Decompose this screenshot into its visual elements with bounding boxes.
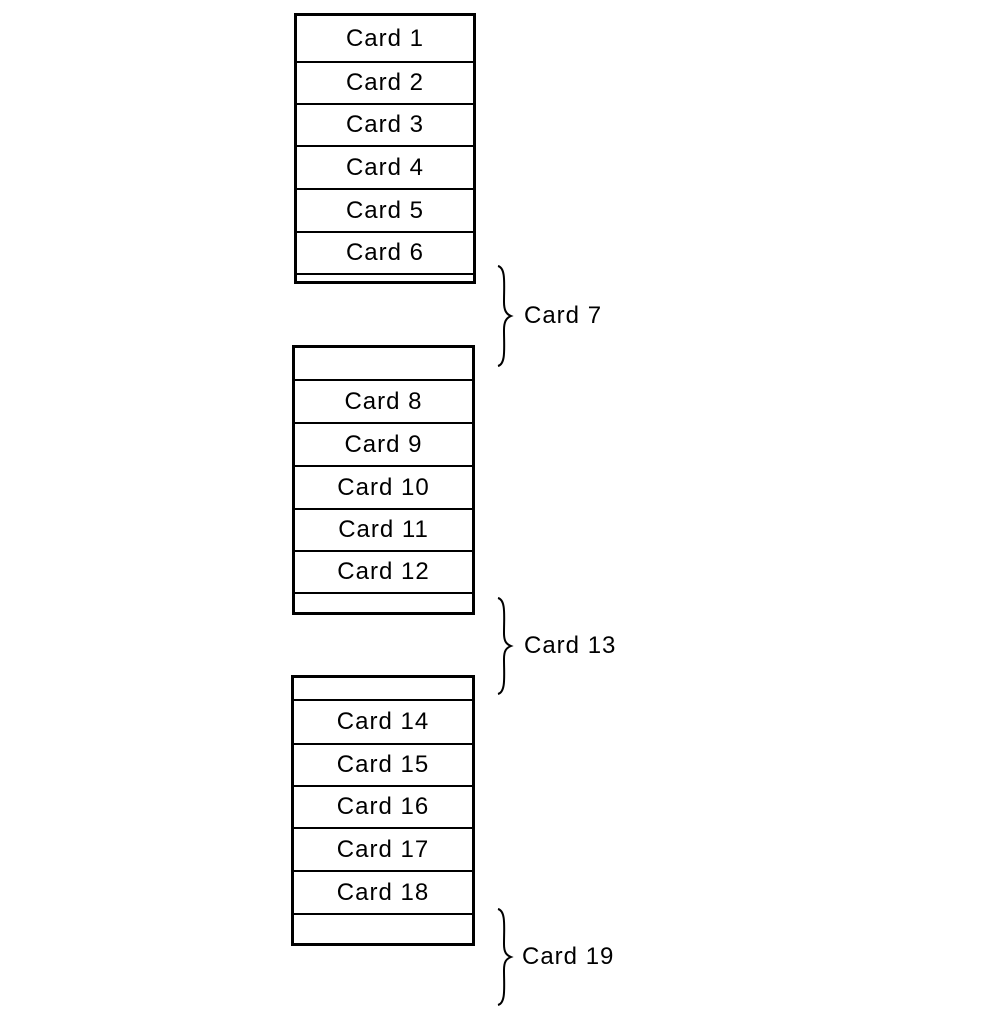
card-19-label: Card 19 [522, 943, 615, 970]
card-7-label: Card 7 [524, 302, 603, 329]
card-4: Card 4 [297, 145, 473, 188]
curly-brace-icon [497, 597, 514, 695]
card-stack-3: Card 14 Card 15 Card 16 Card 17 Card 18 [291, 675, 475, 946]
brace-card-13: Card 13 [494, 596, 644, 696]
card-13-label: Card 13 [524, 632, 617, 659]
card-12: Card 12 [295, 550, 472, 592]
card-17: Card 17 [294, 827, 472, 870]
card-2: Card 2 [297, 61, 473, 103]
card-19-partial-top [294, 913, 472, 943]
curly-brace-icon [497, 265, 514, 367]
card-5: Card 5 [297, 188, 473, 231]
card-stack-2: Card 8 Card 9 Card 10 Card 11 Card 12 [292, 345, 475, 615]
card-13-partial-top [295, 592, 472, 612]
curly-brace-icon [497, 908, 514, 1006]
card-13-partial-bottom [294, 678, 472, 699]
brace-card-7: Card 7 [494, 264, 634, 368]
card-1: Card 1 [345, 24, 425, 52]
card-7-partial-top [297, 273, 473, 284]
card-18: Card 18 [294, 870, 472, 913]
card-14: Card 14 [294, 699, 472, 743]
card-6: Card 6 [297, 231, 473, 273]
card-16: Card 16 [294, 785, 472, 827]
card-9: Card 9 [295, 422, 472, 465]
card-3: Card 3 [297, 103, 473, 145]
card-11: Card 11 [295, 508, 472, 550]
card-7-partial-bottom [295, 348, 472, 379]
card-stack-1: Card 1 Card 2 Card 3 Card 4 Card 5 Card … [294, 13, 476, 284]
card-8: Card 8 [295, 379, 472, 422]
card-15: Card 15 [294, 743, 472, 785]
brace-card-19: Card 19 [494, 907, 644, 1007]
card-10: Card 10 [295, 465, 472, 508]
